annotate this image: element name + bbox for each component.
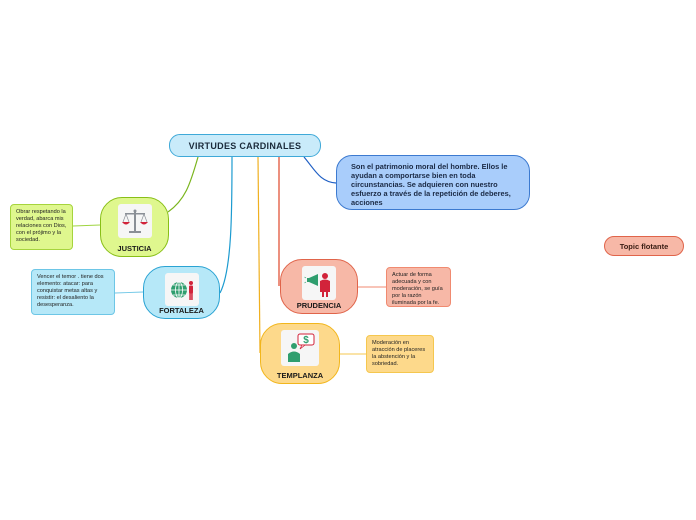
topic-justicia[interactable]: JUSTICIA [100,197,169,257]
topic-templanza[interactable]: $ TEMPLANZA [260,323,340,384]
note-justicia[interactable]: Obrar respetando la verdad, abarca mis r… [10,204,73,250]
globe-person-icon [164,273,199,306]
connector-templanza [257,156,261,354]
topic-templanza-label: TEMPLANZA [276,371,324,380]
note-prudencia[interactable]: Actuar de forma adecuada y con moderació… [386,267,451,307]
note-templanza-text: Moderación en atracción de placeres la a… [372,340,426,367]
topic-justicia-label: JUSTICIA [117,244,152,253]
description-topic[interactable]: Son el patrimonio moral del hombre. Ello… [336,155,530,210]
note-prudencia-text: Actuar de forma adecuada y con moderació… [392,272,443,306]
connector-justicia-note [72,224,101,227]
svg-text:$: $ [303,335,309,346]
note-fortaleza[interactable]: Vencer el temor . tiene dos elemento: at… [31,269,115,315]
central-topic-title: VIRTUDES CARDINALES [188,140,302,151]
topic-fortaleza-label: FORTALEZA [159,306,204,315]
connector-fortaleza [219,156,233,294]
connector-justicia [167,156,199,213]
person-money-icon: $ [281,330,319,366]
topic-fortaleza[interactable]: FORTALEZA [143,266,220,319]
connector-fortaleza-note [114,291,144,294]
description-text: Son el patrimonio moral del hombre. Ello… [351,162,511,207]
topic-prudencia-label: PRUDENCIA [296,301,342,310]
note-justicia-text: Obrar respetando la verdad, abarca mis r… [16,209,67,243]
floating-topic-label: Topic flotante [619,241,669,251]
note-fortaleza-text: Vencer el temor . tiene dos elemento: at… [37,274,104,308]
central-topic[interactable]: VIRTUDES CARDINALES [169,134,321,157]
note-templanza[interactable]: Moderación en atracción de placeres la a… [366,335,434,373]
floating-topic[interactable]: Topic flotante [604,236,684,256]
topic-prudencia[interactable]: PRUDENCIA [280,259,358,314]
megaphone-person-icon [302,266,336,300]
scales-icon [117,204,152,238]
connector-description [303,156,337,184]
